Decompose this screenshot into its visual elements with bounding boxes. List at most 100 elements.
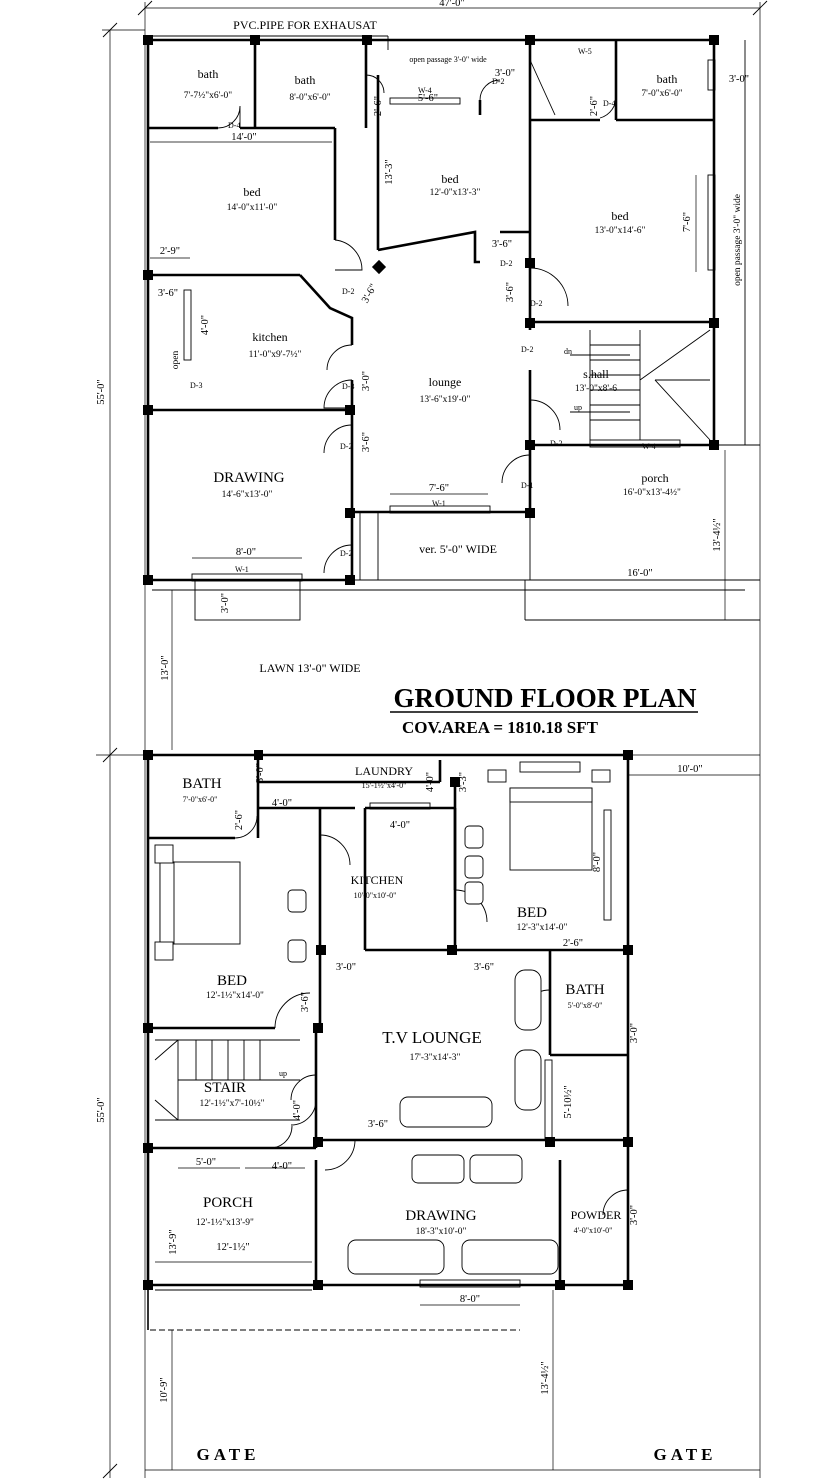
tv-lounge-name: T.V LOUNGE — [382, 1028, 481, 1047]
tag-d2d: D-2 — [521, 345, 533, 354]
dim-e-2-6b: 2'-6" — [563, 938, 583, 949]
laundry-size: 15'-1½"x4'-0" — [362, 781, 407, 790]
drawing-upper-name: DRAWING — [213, 470, 284, 486]
tag-w1a: W-1 — [432, 499, 446, 508]
upper-plan-dims: 14'-0" 2'-9" 3'-6" 4'-0" 13'-3" 2'-6" 5'… — [150, 47, 750, 750]
tag-d2c: D-2 — [530, 299, 542, 308]
kitchen-lower-size: 10'-0"x10'-0" — [354, 891, 397, 900]
dim-e-13-9: 13'-9" — [168, 1229, 179, 1254]
lower-plan-labels: BATH 7'-0"x6'-0" LAUNDRY 15'-1½"x4'-0" K… — [182, 764, 621, 1237]
dim-e-3-0a: 3'-0" — [255, 763, 266, 783]
dim-e-8-0b: 8'-0" — [460, 1294, 480, 1305]
lower-plan-furniture — [154, 761, 611, 1275]
dim-e-3-0d: 3'-0" — [629, 1205, 640, 1225]
drawing-lower-size: 18'-3"x10'-0" — [416, 1227, 467, 1237]
dim-4-0: 4'-0" — [200, 315, 211, 335]
tag-d2h: D-2 — [340, 549, 352, 558]
powder-name: POWDER — [571, 1208, 622, 1222]
porch-lower-size: 12'-1½"x13'-9" — [196, 1217, 254, 1228]
bath2-size: 8'-0"x6'-0" — [289, 93, 330, 103]
kitchen-name: kitchen — [252, 330, 287, 344]
dim-3-0c: 3'-0" — [361, 371, 372, 391]
dim-e-4-0e: 4'-0" — [272, 1161, 292, 1172]
dim-e-12-1h: 12'-1½" — [216, 1242, 249, 1253]
upper-plan-doors — [217, 59, 617, 574]
dim-e-10-0: 10'-0" — [677, 764, 702, 775]
porch-upper-name: porch — [641, 471, 668, 485]
tag-up-lower: up — [279, 1069, 287, 1078]
dim-e-13-4h: 13'-4½" — [540, 1361, 551, 1394]
sofa — [514, 969, 542, 1031]
chair — [287, 889, 307, 913]
upper-plan-stairs — [570, 329, 711, 441]
tag-d2f: D-2 — [342, 287, 354, 296]
lower-plan-columns — [143, 750, 633, 1290]
drawing-lower-name: DRAWING — [405, 1208, 476, 1224]
bed1-name: bed — [243, 185, 260, 199]
tag-dn: dn — [564, 347, 572, 356]
lawn-label: LAWN 13'-0" WIDE — [259, 661, 360, 675]
lower-plan-dims: 3'-0" 4'-0" 2'-6" 4'-0" 3'-3" 4'-0" 10'-… — [150, 763, 760, 1470]
overall-depth-upper-dim: 55'-0" — [96, 379, 107, 404]
dim-3-0d: 3'-0" — [220, 593, 231, 613]
tv-lounge-size: 17'-3"x14'-3" — [410, 1053, 461, 1063]
kitchen-lower-name: KITCHEN — [351, 873, 404, 887]
dim-13-4h-upper: 13'-4½" — [712, 518, 723, 551]
bed1-size: 14'-0"x11'-0" — [227, 203, 278, 213]
dim-e-4-0b: 4'-0" — [425, 772, 436, 792]
dim-3-6b: 3'-6" — [492, 239, 512, 250]
gate-left-label: GATE — [197, 1445, 260, 1464]
open-passage-top-label: open passage 3'-0" wide — [409, 55, 487, 64]
stair-name: STAIR — [204, 1080, 246, 1096]
dim-3-6e: 3'-6" — [361, 432, 372, 452]
lounge-size: 13'-6"x19'-0" — [420, 395, 471, 405]
upper-plan-columns — [143, 35, 719, 585]
tag-up-upper: up — [574, 403, 582, 412]
shall-size: 13'-0"x8'-6 — [575, 384, 617, 394]
bath-a-size: 7'-0"x6'-0" — [183, 795, 218, 804]
gate-labels: GATE GATE — [197, 1445, 717, 1464]
bath3-size: 7'-0"x6'-0" — [641, 89, 682, 99]
dim-e-10-9: 10'-9" — [159, 1377, 170, 1402]
tag-w4a: W-4 — [418, 86, 432, 95]
bath-b-size: 5'-0"x8'-0" — [568, 1001, 603, 1010]
dim-e-4-0a: 4'-0" — [272, 798, 292, 809]
dim-3-6d: 3'-6" — [505, 282, 516, 302]
bed-a-size: 12'-1½"x14'-0" — [206, 990, 264, 1001]
dim-7-6b: 7'-6" — [429, 483, 449, 494]
kitchen-size: 11'-0"x9'-7½" — [249, 349, 302, 360]
bed2-size: 12'-0"x13'-3" — [430, 188, 481, 198]
bath2-name: bath — [295, 73, 316, 87]
drawing-upper-size: 14'-6"x13'-0" — [222, 490, 273, 500]
overall-depth-lower-dim: 55'-0" — [96, 1097, 107, 1122]
gate-right-label: GATE — [654, 1445, 717, 1464]
upper-plan-windows — [183, 59, 716, 582]
tag-d4a: D-4 — [228, 121, 240, 130]
dim-7-6a: 7'-6" — [682, 212, 693, 232]
shall-name: s.hall — [583, 367, 609, 381]
dim-e-3-0b: 3'-0" — [336, 962, 356, 973]
upper-plan-labels: PVC.PIPE FOR EXHAUSAT open passage 3'-0"… — [171, 18, 743, 737]
dim-3-0a: 3'-0" — [495, 68, 515, 79]
bed-b-name: BED — [517, 905, 547, 921]
lower-plan-stairs — [154, 1039, 300, 1121]
cov-area: COV.AREA = 1810.18 SFT — [402, 718, 599, 737]
dim-e-3-6b: 3'-6" — [300, 992, 311, 1012]
dim-13-3: 13'-3" — [384, 159, 395, 184]
dim-3-6a: 3'-6" — [158, 288, 178, 299]
overall-width-dim: 47'-0" — [439, 0, 464, 9]
dim-14-0: 14'-0" — [231, 132, 256, 143]
bed3-size: 13'-0"x14'-6" — [595, 226, 646, 236]
dim-e-4-0c: 4'-0" — [390, 820, 410, 831]
tag-d4b: D-4 — [603, 99, 615, 108]
tag-d3b: D-3 — [342, 382, 354, 391]
dim-2-6a: 2'-6" — [373, 96, 384, 116]
dim-16-0: 16'-0" — [627, 568, 652, 579]
dim-2-9: 2'-9" — [160, 246, 180, 257]
dim-e-3-6a: 3'-6" — [474, 962, 494, 973]
tag-d2g: D-2 — [340, 442, 352, 451]
tag-w5: W-5 — [578, 47, 592, 56]
open-passage-side-label: open passage 3'-0" wide — [733, 194, 743, 286]
dim-5-6: 5'-6" — [418, 93, 438, 104]
dim-e-3-6c: 3'-6" — [368, 1119, 388, 1130]
